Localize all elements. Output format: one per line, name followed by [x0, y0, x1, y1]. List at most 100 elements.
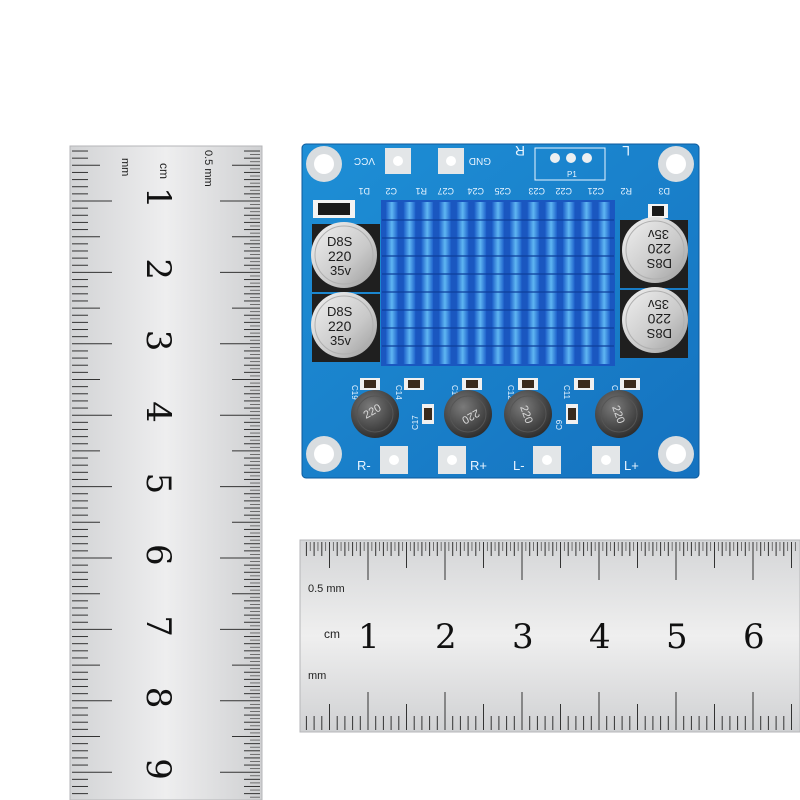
component-label: C2 [385, 186, 397, 196]
capacitor-bottom-right-voltage: 35v [648, 297, 669, 312]
ruler-number: 7 [138, 615, 178, 637]
component-label: R2 [620, 186, 632, 196]
heatsink-fin [386, 202, 398, 364]
p1-connector [534, 147, 606, 181]
vcc-label: VCC [354, 155, 375, 166]
vertical-ruler-mm-label: mm [119, 158, 131, 176]
component-label: C9 [555, 419, 564, 430]
p1-label: P1 [567, 170, 577, 179]
l-minus-pad [533, 446, 561, 474]
heatsink-fin [456, 202, 469, 364]
capacitor-bottom-left: D8S 220 35v [311, 292, 380, 362]
capacitor-bottom-left-voltage: 35v [330, 333, 351, 348]
heatsink-fin [562, 202, 575, 364]
horizontal-ruler-half-mm-label: 0.5 mm [308, 583, 345, 595]
component-label: R1 [415, 186, 427, 196]
ruler-number: 1 [138, 187, 178, 209]
ruler-number: 3 [138, 330, 178, 352]
mounting-hole-top-right [658, 146, 694, 182]
heatsink-fin [580, 202, 593, 364]
diode-d3 [648, 204, 668, 218]
inductor-3-marking: 220 [517, 404, 535, 425]
inductor-3: 220 [504, 390, 552, 438]
gnd-label: GND [469, 155, 491, 166]
component-label: C24 [467, 186, 484, 196]
l-plus-label: L+ [624, 458, 639, 473]
heatsink-fin [474, 202, 487, 364]
capacitor-top-left-voltage: 35v [330, 263, 351, 278]
horizontal-ruler-mm-label: mm [308, 670, 326, 682]
smd-capacitor [518, 378, 538, 390]
capacitor-top-left-value: 220 [328, 248, 352, 264]
l-input-label: L [622, 143, 630, 159]
horizontal-ruler-ticks [305, 542, 796, 730]
horizontal-ruler-body [299, 539, 800, 733]
capacitor-top-right: D8S 220 35v [620, 217, 688, 288]
r-plus-pad [438, 446, 466, 474]
vertical-ruler-ticks [72, 150, 260, 798]
ruler-number: 9 [138, 758, 178, 780]
capacitor-top-left-brand: D8S [327, 234, 353, 249]
component-label: C21 [587, 186, 604, 196]
mounting-hole-top-left [306, 146, 342, 182]
heatsink-fin [439, 202, 451, 364]
vcc-pad [385, 148, 411, 174]
heatsink-fin [421, 202, 434, 364]
smd-capacitor [574, 378, 594, 390]
smd-capacitor [462, 378, 482, 390]
ruler-number: 5 [138, 473, 178, 495]
smd-capacitor [422, 404, 434, 424]
ruler-number: 6 [743, 617, 765, 657]
component-label: D3 [658, 186, 670, 196]
smd-capacitor [620, 378, 640, 390]
l-minus-label: L- [513, 458, 525, 473]
component-label: D1 [358, 186, 370, 196]
component-label: C27 [437, 186, 454, 196]
gnd-pad [438, 148, 464, 174]
l-plus-pad [592, 446, 620, 474]
heatsink-fin [403, 202, 416, 364]
component-label: C25 [494, 186, 511, 196]
capacitor-bottom-right-brand: D8S [646, 326, 672, 341]
heatsink-fin [492, 202, 504, 364]
mounting-hole-bottom-left [306, 436, 342, 472]
heatsink-fin [545, 202, 557, 364]
smd-capacitor [404, 378, 424, 390]
component-label: C11 [562, 385, 571, 400]
capacitor-bottom-right: D8S 220 35v [620, 287, 688, 358]
ruler-number: 2 [138, 258, 178, 280]
inductor-1: 220 [351, 390, 399, 438]
ruler-number: 4 [589, 617, 611, 657]
r-minus-pad [380, 446, 408, 474]
ruler-number: 6 [138, 544, 178, 566]
vertical-ruler-body [69, 145, 263, 800]
capacitor-top-right-value: 220 [647, 241, 671, 257]
component-label: C10 [450, 385, 459, 400]
r-input-label: R [515, 143, 525, 159]
diode-d1 [313, 200, 355, 218]
inductor-4: 220 [595, 390, 643, 438]
heatsink [381, 200, 615, 366]
smd-capacitor [566, 404, 578, 424]
r-minus-label: R- [357, 458, 371, 473]
inductor-2: 220 [444, 390, 492, 438]
r-plus-label: R+ [470, 458, 487, 473]
capacitor-top-right-voltage: 35v [648, 227, 669, 242]
vertical-ruler-cm-label: cm [157, 163, 171, 179]
ruler-number: 2 [435, 617, 457, 657]
component-label: C12 [506, 385, 515, 400]
smd-capacitor [360, 378, 380, 390]
heatsink-fin [527, 202, 540, 364]
inductor-4-marking: 220 [609, 404, 627, 425]
component-label: C23 [528, 186, 545, 196]
component-label: C19 [350, 385, 359, 400]
heatsink-fin [509, 202, 522, 364]
ruler-number: 8 [138, 687, 178, 709]
component-label: C14 [394, 385, 403, 400]
ruler-number: 5 [666, 617, 688, 657]
